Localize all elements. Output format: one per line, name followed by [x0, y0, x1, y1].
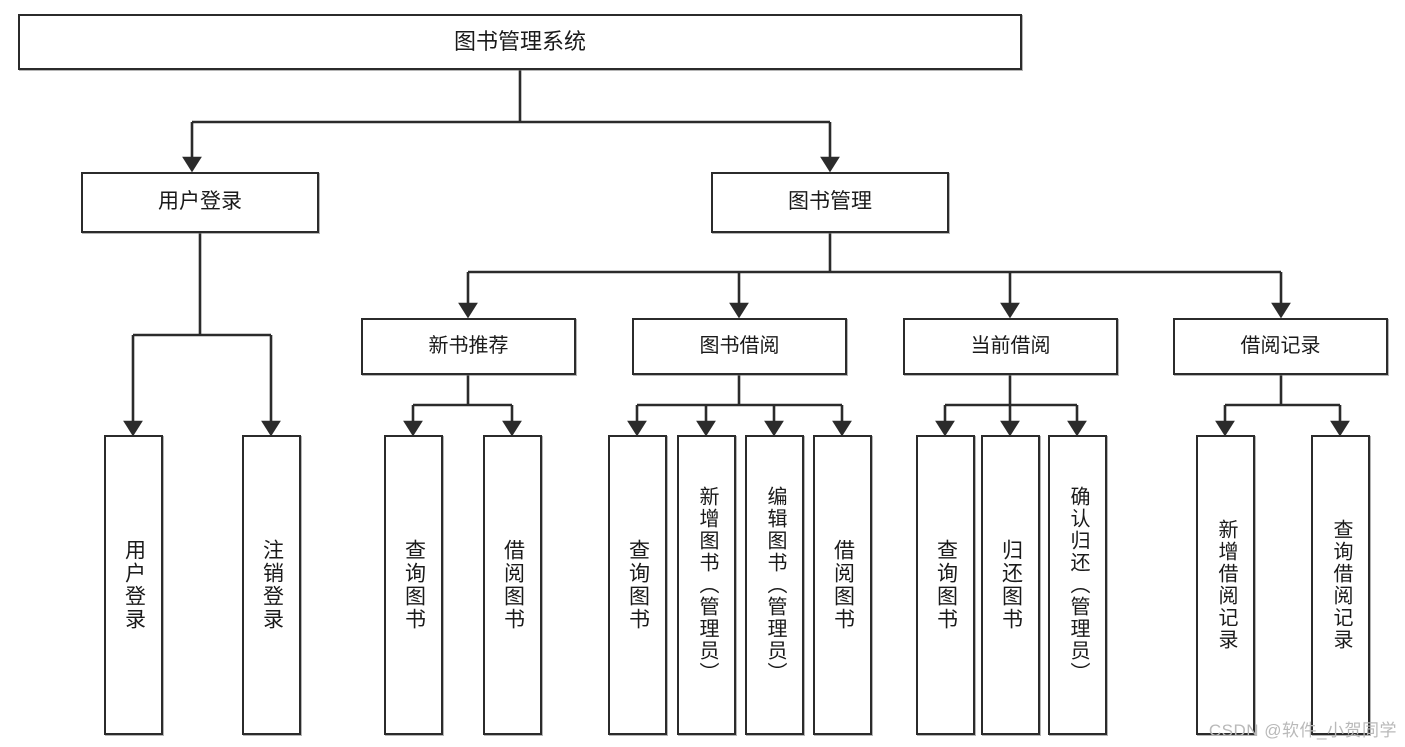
node-leaf-confirm-return[interactable]: 确认归还（管理员）: [1048, 435, 1107, 735]
node-leaf-cur-query-label: 查询图书: [934, 539, 958, 631]
node-leaf-rec-query[interactable]: 查询图书: [384, 435, 443, 735]
node-book-manage[interactable]: 图书管理: [711, 172, 949, 233]
node-root[interactable]: 图书管理系统: [18, 14, 1022, 70]
node-leaf-user-login[interactable]: 用户登录: [104, 435, 163, 735]
node-current-borrow[interactable]: 当前借阅: [903, 318, 1118, 375]
node-book-manage-label: 图书管理: [788, 190, 872, 214]
node-leaf-add-record-label: 新增借阅记录: [1215, 519, 1237, 651]
node-borrow-record[interactable]: 借阅记录: [1173, 318, 1388, 375]
node-leaf-borrow-book-label: 借阅图书: [831, 539, 855, 631]
node-leaf-rec-borrow[interactable]: 借阅图书: [483, 435, 542, 735]
node-root-label: 图书管理系统: [453, 29, 586, 55]
node-leaf-user-login-label: 用户登录: [122, 539, 146, 631]
node-leaf-query-record-label: 查询借阅记录: [1330, 519, 1352, 651]
node-leaf-cur-query[interactable]: 查询图书: [916, 435, 975, 735]
node-leaf-query-record[interactable]: 查询借阅记录: [1311, 435, 1370, 735]
node-leaf-return-book-label: 归还图书: [999, 539, 1023, 631]
node-current-borrow-label: 当前借阅: [970, 334, 1051, 357]
node-user-login[interactable]: 用户登录: [81, 172, 319, 233]
node-new-book-rec-label: 新书推荐: [428, 334, 509, 357]
node-leaf-borrow-query-label: 查询图书: [626, 539, 650, 631]
node-book-borrow[interactable]: 图书借阅: [632, 318, 847, 375]
node-leaf-rec-borrow-label: 借阅图书: [501, 539, 525, 631]
node-leaf-logout[interactable]: 注销登录: [242, 435, 301, 735]
node-leaf-add-book-label: 新增图书（管理员）: [696, 486, 718, 684]
node-leaf-rec-query-label: 查询图书: [402, 539, 426, 631]
csdn-watermark: CSDN @软件_小贺同学: [1208, 721, 1397, 740]
node-new-book-rec[interactable]: 新书推荐: [361, 318, 576, 375]
node-leaf-confirm-return-label: 确认归还（管理员）: [1067, 486, 1089, 684]
node-user-login-label: 用户登录: [158, 190, 242, 214]
node-leaf-edit-book[interactable]: 编辑图书（管理员）: [745, 435, 804, 735]
node-borrow-record-label: 借阅记录: [1240, 334, 1321, 357]
node-leaf-return-book[interactable]: 归还图书: [981, 435, 1040, 735]
node-leaf-borrow-query[interactable]: 查询图书: [608, 435, 667, 735]
node-leaf-edit-book-label: 编辑图书（管理员）: [764, 486, 786, 684]
node-leaf-add-book[interactable]: 新增图书（管理员）: [677, 435, 736, 735]
node-book-borrow-label: 图书借阅: [699, 334, 780, 357]
node-leaf-logout-label: 注销登录: [260, 539, 284, 631]
node-leaf-add-record[interactable]: 新增借阅记录: [1196, 435, 1255, 735]
node-leaf-borrow-book[interactable]: 借阅图书: [813, 435, 872, 735]
